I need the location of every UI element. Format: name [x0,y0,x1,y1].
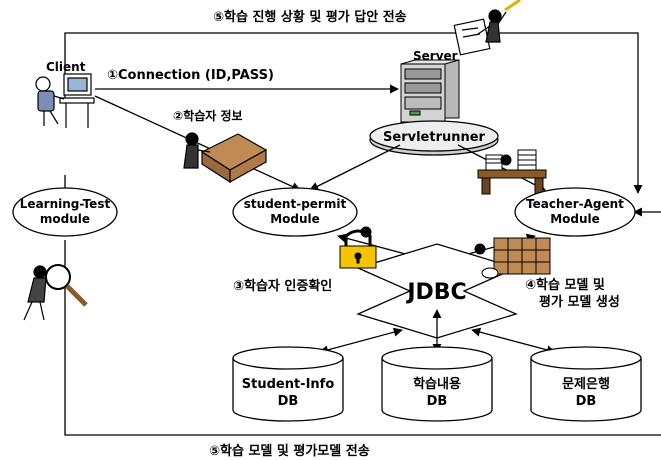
bottom-message: ⑤학습 모델 및 평가모델 전송 [209,443,370,459]
learning-test-line1: Learning-Test [20,197,111,211]
server-tower-icon [400,59,460,123]
client-label: Client [46,60,86,74]
db-student-info-suffix: DB [278,394,299,409]
student-permit-line2: Module [270,212,320,226]
model-label-line1: ④학습 모델 및 [525,277,605,293]
teacher-agent-module: Teacher-Agent Module [514,187,636,237]
lock-icon [339,226,377,269]
writer-with-pencil-icon [453,0,521,56]
jdbc-label: JDBC [405,280,466,305]
teacher-agent-line1: Teacher-Agent [526,197,624,211]
learner-with-box-icon [183,132,268,184]
db-learning-content-name: 학습내용 [413,376,461,392]
magnifier-person-icon [23,264,88,321]
db-question-bank: 문제은행 DB [530,346,642,422]
student-permit-module: student-permit Module [232,187,358,237]
teacher-desk-with-papers-icon [477,149,547,195]
db-learning-content-suffix: DB [427,394,448,409]
client-computer-icon [35,73,95,128]
jdbc-questionbank-arrow [471,327,556,355]
db-student-info-name: Student-Info [242,377,335,392]
db-student-info: Student-Info DB [232,346,344,422]
db-question-bank-suffix: DB [576,394,597,409]
top-message: ⑤학습 진행 상황 및 평가 답안 전송 [213,9,407,25]
jdbc-hub: JDBC [356,243,518,339]
db-question-bank-name: 문제은행 [562,376,610,392]
auth-label: ③학습자 인증확인 [233,278,332,294]
file-cabinet-icon [474,237,551,279]
student-permit-line1: student-permit [244,197,347,211]
learner-info-label: ②학습자 정보 [173,108,243,123]
top-return-line [64,32,643,194]
learner-info-arrow [94,95,301,191]
servletrunner: Servletrunner [369,120,499,156]
learning-test-module: Learning-Test module [12,187,118,237]
model-label-line2: 평가 모델 생성 [539,294,620,310]
servletrunner-label: Servletrunner [383,130,486,145]
connection-label: ①Connection (ID,PASS) [107,68,274,83]
server-to-student-arrow [309,144,401,191]
teacher-agent-line2: Module [550,212,600,226]
db-learning-content: 학습내용 DB [381,346,493,422]
learning-test-line2: module [40,212,90,226]
jdbc-studentinfo-arrow [319,327,403,355]
